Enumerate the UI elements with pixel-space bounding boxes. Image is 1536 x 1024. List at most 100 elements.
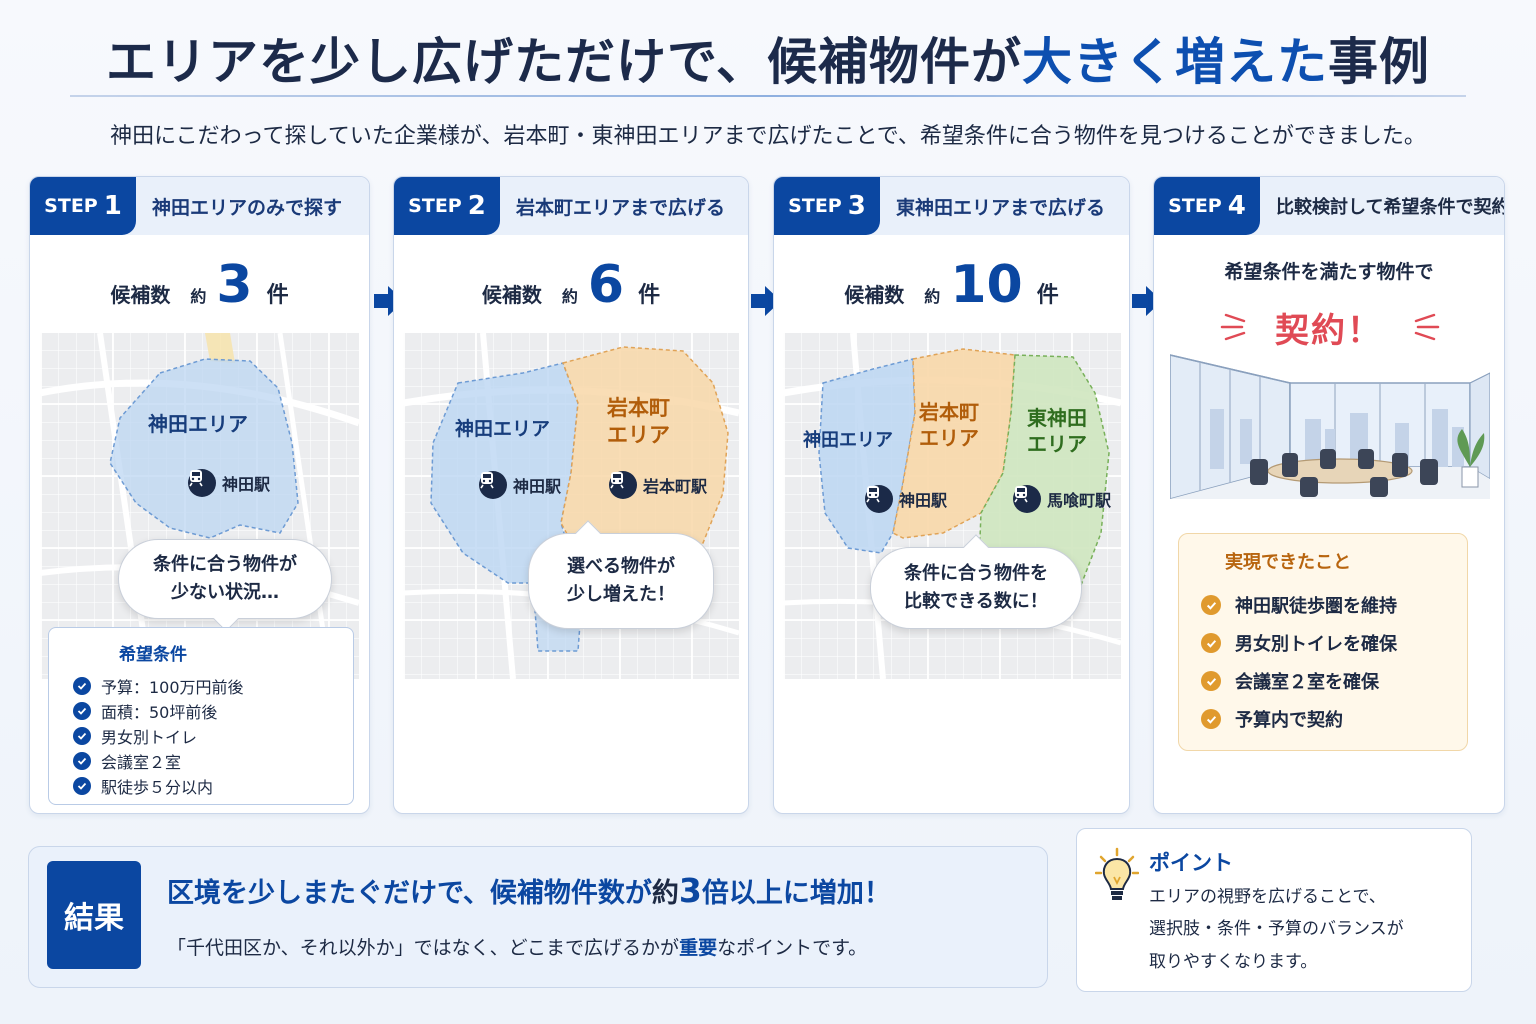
page-subtitle: 神田にこだわって探していた企業様が、岩本町・東神田エリアまで広げたことで、希望条…	[110, 124, 1426, 149]
area-label-higashikanda: 東神田エリア	[1027, 405, 1087, 457]
area-label-line: エリア	[1027, 432, 1087, 456]
bubble-line-1: 条件に合う物件が	[153, 554, 297, 576]
train-icon	[865, 485, 893, 513]
result-headline-part1: 区境を少しまたぐだけで、候補物件数が	[167, 878, 652, 909]
bubble-line-1: 条件に合う物件を	[904, 563, 1048, 585]
map-graphic	[40, 333, 359, 679]
conditions-title: 希望条件	[119, 645, 187, 665]
result-headline-part2: に増加！	[782, 878, 891, 909]
step-word: STEP	[44, 195, 98, 217]
condition-text: 会議室２室	[101, 752, 182, 772]
result-multiplier: 倍以上	[701, 878, 783, 909]
count-value: 3	[216, 255, 253, 315]
count-unit: 件	[638, 283, 661, 308]
condition-text: 予算：100万円前後	[101, 677, 244, 697]
check-icon	[1201, 671, 1221, 691]
train-icon	[1013, 485, 1041, 513]
check-icon	[1201, 633, 1221, 653]
page-title: エリアを少し広げただけで、候補物件が大きく増えた事例	[0, 22, 1536, 94]
step-title: 東神田エリアまで広げる	[896, 196, 1106, 219]
condition-item: 男女別トイレ	[73, 723, 353, 748]
arrow-right-icon	[751, 286, 781, 316]
point-line: 取りやすくなります。	[1149, 951, 1318, 972]
candidate-count: 候補数 約 3 件	[30, 259, 369, 319]
area-map: 神田エリア 岩本町エリア 神田駅 岩本町駅	[403, 333, 739, 679]
arrow-right-icon	[1132, 286, 1162, 316]
achievement-item: 予算内で契約	[1201, 700, 1467, 738]
area-label-line: エリア	[607, 423, 670, 448]
map-graphic	[783, 333, 1121, 679]
iwamotocho-area-shape	[892, 348, 1016, 539]
bubble-line-2: 比較できる数に！	[904, 591, 1048, 612]
point-title: ポイント	[1149, 851, 1233, 875]
point-panel: ポイント エリアの視野を広げることで、 選択肢・条件・予算のバランスが 取りやす…	[1076, 828, 1472, 992]
sparkle-icon	[1220, 313, 1440, 341]
area-label-line: 岩本町	[607, 396, 670, 420]
step-word: STEP	[408, 195, 462, 217]
count-unit: 件	[266, 283, 289, 308]
speech-bubble: 条件に合う物件が少ない状況…	[118, 539, 332, 632]
bubble-line-2: 少し増えた！	[567, 584, 675, 605]
station-bakurocho: 馬喰町駅	[1013, 485, 1111, 513]
lightbulb-icon	[1095, 847, 1139, 900]
condition-text: 駅徒歩５分以内	[101, 777, 214, 797]
step-word: STEP	[788, 195, 842, 217]
count-value: 6	[587, 255, 625, 315]
achievement-item: 会議室２室を確保	[1201, 662, 1467, 700]
result-sub-emphasis: 重要	[679, 937, 718, 959]
train-icon	[479, 471, 507, 499]
area-label-line: エリア	[919, 426, 979, 450]
bubble-line-2: 少ない状況…	[171, 582, 279, 603]
count-unit: 件	[1036, 283, 1059, 308]
result-prefix: 約	[651, 878, 679, 909]
check-icon	[73, 751, 91, 770]
result-number: 3	[678, 871, 702, 910]
candidate-count: 候補数 約 6 件	[394, 259, 748, 319]
achievement-text: 会議室２室を確保	[1235, 672, 1379, 693]
title-part2: 事例	[1328, 33, 1430, 91]
area-label-line: 東神田	[1027, 406, 1087, 430]
step-number: 1	[103, 191, 122, 221]
point-line: エリアの視野を広げることで、	[1149, 887, 1386, 907]
station-label: 神田駅	[222, 475, 271, 494]
check-icon	[73, 776, 91, 795]
area-label-iwamotocho: 岩本町エリア	[919, 399, 979, 451]
kanda-area-shape	[109, 358, 299, 539]
achievement-text: 男女別トイレを確保	[1235, 634, 1397, 655]
contract-lead: 希望条件を満たす物件で	[1224, 261, 1434, 283]
bubble-line-1: 選べる物件が	[567, 556, 675, 578]
arrow-right-icon	[374, 286, 404, 316]
contract-label: 契約！	[1275, 311, 1383, 351]
result-sub-part1: 「千代田区か、それ以外か」ではなく、どこまで広げるかが	[167, 937, 680, 959]
check-icon	[1201, 709, 1221, 729]
achievements-title: 実現できたこと	[1225, 552, 1351, 573]
step-title: 比較検討して希望条件で契約	[1276, 197, 1505, 218]
area-map: 神田エリア 神田駅	[40, 333, 359, 679]
step-title: 岩本町エリアまで広げる	[516, 196, 726, 219]
check-icon	[1201, 595, 1221, 615]
result-subtext: 「千代田区か、それ以外か」ではなく、どこまで広げるかが重要なポイントです。	[167, 933, 867, 960]
result-headline: 区境を少しまたぐだけで、候補物件数が約3倍以上に増加！	[167, 871, 891, 910]
count-label: 候補数	[481, 283, 542, 307]
station-label: 神田駅	[899, 491, 948, 510]
area-label-iwamotocho: 岩本町エリア	[607, 395, 670, 450]
check-icon	[73, 676, 91, 695]
title-part1: エリアを少し広げただけで、候補物件が	[106, 33, 1022, 91]
conditions-box: 希望条件 予算：100万円前後 面積：50坪前後 男女別トイレ 会議室２室 駅徒…	[48, 627, 354, 805]
achievement-item: 神田駅徒歩圏を維持	[1201, 586, 1467, 624]
check-icon	[73, 726, 91, 745]
area-label-kanda: 神田エリア	[148, 412, 248, 436]
count-prefix: 約	[561, 287, 578, 306]
condition-text: 男女別トイレ	[101, 727, 198, 747]
count-label: 候補数	[844, 283, 905, 307]
step-word: STEP	[1168, 195, 1222, 217]
station-kanda: 神田駅	[479, 471, 561, 499]
achievement-text: 神田駅徒歩圏を維持	[1235, 596, 1397, 617]
step-title: 神田エリアのみで探す	[152, 196, 343, 219]
achievements-box: 実現できたこと 神田駅徒歩圏を維持 男女別トイレを確保 会議室２室を確保 予算内…	[1178, 533, 1468, 751]
